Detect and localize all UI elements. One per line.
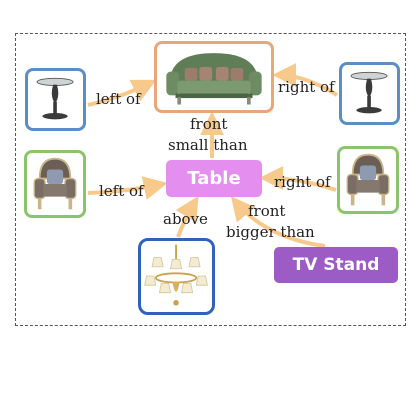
arrow-left-table-to-sofa (87, 79, 157, 107)
side-table-image (25, 68, 86, 131)
edge-label-front-top: front (190, 115, 228, 133)
edge-label-above: above (163, 210, 208, 228)
edge-label-right-of-top: right of (278, 78, 335, 96)
table-node-label: Table (187, 168, 241, 189)
table-node: Table (166, 160, 262, 197)
chandelier-image (138, 238, 215, 315)
edge-label-right-of-mid: right of (274, 173, 331, 191)
edge-label-left-of-top: left of (96, 90, 141, 108)
arrow-right-table-to-sofa (272, 63, 339, 97)
arrow-armchair-right-to-table (259, 166, 337, 192)
tv-stand-node-label: TV Stand (292, 255, 380, 275)
edge-label-bigger-than: bigger than (226, 223, 315, 241)
tv-stand-node: TV Stand (274, 247, 398, 283)
armchair-image (24, 150, 86, 218)
edge-label-front-bottom: front (248, 202, 286, 220)
arrow-chandelier-to-table (175, 195, 199, 238)
diagram-frame (15, 33, 406, 326)
edge-label-left-of-mid: left of (99, 182, 144, 200)
arrow-tvstand-to-table (230, 196, 326, 248)
side-table-image (339, 62, 400, 125)
sofa-image (154, 41, 274, 113)
arrow-armchair-left-to-table (87, 176, 168, 200)
armchair-image (337, 146, 399, 214)
edge-label-small-than: small than (168, 136, 248, 154)
